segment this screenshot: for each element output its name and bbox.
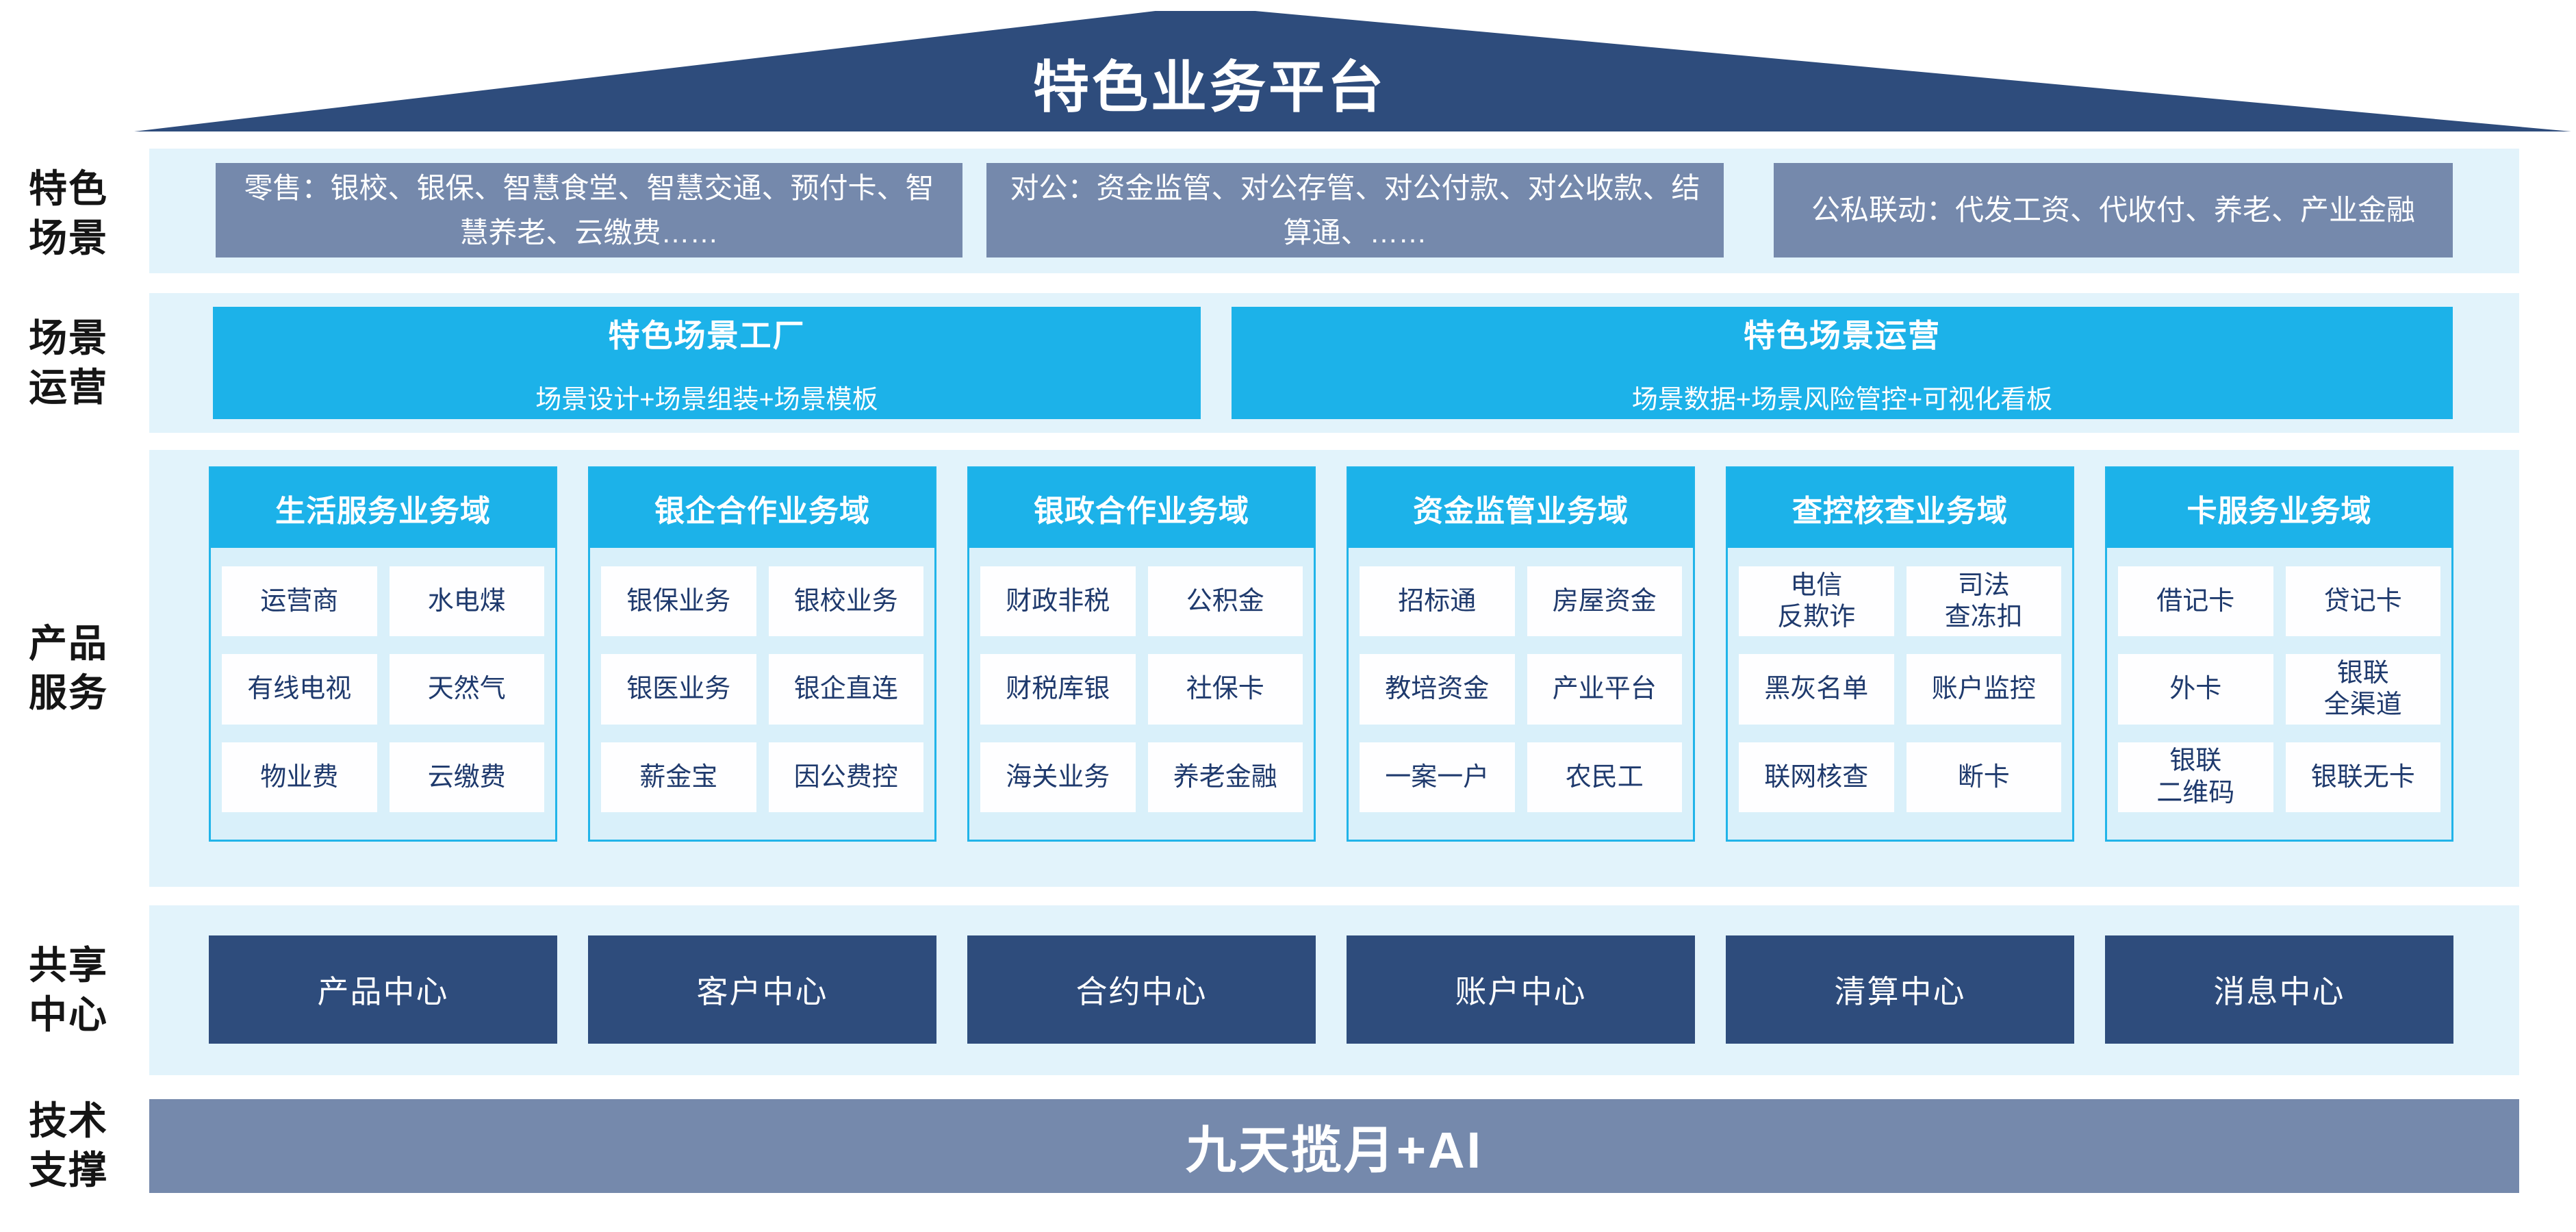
product-cell: 外卡 [2118,654,2273,725]
scene-box-retail: 零售：银校、银保、智慧食堂、智慧交通、预付卡、智慧养老、云缴费…… [216,163,962,257]
product-column-header: 生活服务业务域 [210,468,556,548]
product-column-header: 银政合作业务域 [969,468,1314,548]
product-cell: 银校业务 [768,566,923,637]
product-column-body: 运营商 水电煤 有线电视 天然气 物业费 云缴费 [211,549,555,840]
product-cell: 教培资金 [1360,654,1515,725]
row-label-shared: 共享 中心 [29,944,108,1036]
products-strip: 生活服务业务域 运营商 水电煤 有线电视 天然气 物业费 云缴费 银企合作业务域… [149,450,2519,887]
product-column-header: 银企合作业务域 [589,468,935,548]
operation-strip: 特色场景工厂 场景设计+场景组装+场景模板 特色场景运营 场景数据+场景风险管控… [149,293,2519,433]
shared-center-box: 合约中心 [967,935,1316,1044]
product-column-card-services: 卡服务业务域 借记卡 贷记卡 外卡 银联 全渠道 银联 二维码 银联无卡 [2105,466,2453,842]
product-column-body: 电信 反欺诈 司法 查冻扣 黑灰名单 账户监控 联网核查 断卡 [1728,549,2072,840]
product-cell: 有线电视 [222,654,377,725]
product-cell: 银联 二维码 [2118,742,2273,812]
product-cell: 房屋资金 [1527,566,1682,637]
shared-strip: 产品中心 客户中心 合约中心 账户中心 清算中心 消息中心 [149,905,2519,1075]
product-cell: 产业平台 [1527,654,1682,725]
product-cell: 水电煤 [389,566,544,637]
operation-box-title: 特色场景运营 [1744,317,1941,353]
shared-center-box: 账户中心 [1347,935,1695,1044]
product-column-body: 财政非税 公积金 财税库银 社保卡 海关业务 养老金融 [969,549,1314,840]
product-cell: 断卡 [1906,742,2061,812]
product-cell: 黑灰名单 [1739,654,1894,725]
product-cell: 借记卡 [2118,566,2273,637]
product-column-life-services: 生活服务业务域 运营商 水电煤 有线电视 天然气 物业费 云缴费 [209,466,557,842]
shared-center-box: 产品中心 [209,935,557,1044]
scene-box-corporate: 对公：资金监管、对公存管、对公付款、对公收款、结算通、…… [986,163,1724,257]
product-cell: 因公费控 [768,742,923,812]
product-cell: 银企直连 [768,654,923,725]
shared-center-box: 清算中心 [1726,935,2074,1044]
product-cell: 银医业务 [601,654,756,725]
operation-box-factory: 特色场景工厂 场景设计+场景组装+场景模板 [213,307,1201,419]
product-cell: 农民工 [1527,742,1682,812]
product-cell: 一案一户 [1360,742,1515,812]
product-cell: 电信 反欺诈 [1739,566,1894,637]
product-cell: 账户监控 [1906,654,2061,725]
product-cell: 招标通 [1360,566,1515,637]
product-column-header: 查控核查业务域 [1727,468,2073,548]
shared-center-box: 消息中心 [2105,935,2453,1044]
product-cell: 运营商 [222,566,377,637]
tech-banner-text: 九天揽月+AI [1185,1122,1483,1179]
tech-banner: 九天揽月+AI [149,1099,2519,1193]
product-cell: 司法 查冻扣 [1906,566,2061,637]
row-label-scenes: 特色 场景 [29,167,108,260]
product-cell: 银保业务 [601,566,756,637]
product-cell: 公积金 [1147,566,1303,637]
product-cell: 银联 全渠道 [2285,654,2440,725]
page-title: 特色业务平台 [1032,56,1387,119]
product-column-bank-enterprise: 银企合作业务域 银保业务 银校业务 银医业务 银企直连 薪金宝 因公费控 [588,466,936,842]
product-cell: 云缴费 [389,742,544,812]
scenes-strip: 零售：银校、银保、智慧食堂、智慧交通、预付卡、智慧养老、云缴费…… 对公：资金监… [149,149,2519,273]
product-cell: 贷记卡 [2285,566,2440,637]
product-cell: 物业费 [222,742,377,812]
product-column-fund-supervision: 资金监管业务域 招标通 房屋资金 教培资金 产业平台 一案一户 农民工 [1347,466,1695,842]
product-cell: 天然气 [389,654,544,725]
row-label-products: 产品 服务 [29,622,108,714]
product-cell: 养老金融 [1147,742,1303,812]
product-column-header: 卡服务业务域 [2106,468,2452,548]
product-cell: 银联无卡 [2285,742,2440,812]
product-cell: 财税库银 [980,654,1136,725]
product-column-bank-government: 银政合作业务域 财政非税 公积金 财税库银 社保卡 海关业务 养老金融 [967,466,1316,842]
product-column-inquiry-control: 查控核查业务域 电信 反欺诈 司法 查冻扣 黑灰名单 账户监控 联网核查 断卡 [1726,466,2074,842]
operation-box-title: 特色场景工厂 [608,317,806,353]
row-label-operation: 场景 运营 [29,316,108,409]
operation-box-ops: 特色场景运营 场景数据+场景风险管控+可视化看板 [1232,307,2453,419]
product-column-body: 银保业务 银校业务 银医业务 银企直连 薪金宝 因公费控 [590,549,934,840]
product-column-header: 资金监管业务域 [1348,468,1694,548]
operation-box-subtitle: 场景数据+场景风险管控+可视化看板 [1631,385,2053,414]
product-cell: 海关业务 [980,742,1136,812]
product-cell: 财政非税 [980,566,1136,637]
product-cell: 社保卡 [1147,654,1303,725]
product-column-body: 借记卡 贷记卡 外卡 银联 全渠道 银联 二维码 银联无卡 [2107,549,2451,840]
row-label-tech: 技术 支撑 [29,1099,108,1192]
shared-center-box: 客户中心 [588,935,936,1044]
product-column-body: 招标通 房屋资金 教培资金 产业平台 一案一户 农民工 [1349,549,1693,840]
product-cell: 薪金宝 [601,742,756,812]
scene-box-linkage: 公私联动：代发工资、代收付、养老、产业金融 [1774,163,2453,257]
product-cell: 联网核查 [1739,742,1894,812]
operation-box-subtitle: 场景设计+场景组装+场景模板 [535,385,878,414]
